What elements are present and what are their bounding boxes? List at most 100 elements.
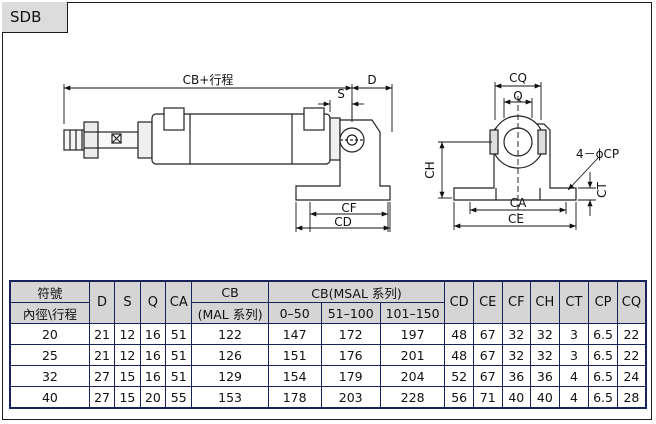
table-cell: 67 bbox=[472, 365, 503, 387]
table-cell: 21 bbox=[88, 323, 116, 345]
table-cell: 12 bbox=[114, 344, 141, 366]
table-cell: 71 bbox=[472, 386, 503, 409]
table-cell: 6.5 bbox=[588, 386, 618, 409]
table-cell: 197 bbox=[379, 323, 446, 345]
rod-nut bbox=[83, 121, 99, 159]
header-cb-mal-bottom: (MAL 系列) bbox=[191, 302, 269, 324]
port-front bbox=[163, 107, 185, 131]
header-d: D bbox=[88, 280, 116, 324]
spec-table: 符號 D S Q CA CB CB(MSAL 系列) CD CE CF CH C… bbox=[9, 280, 647, 409]
label-hole: 4－ϕCP bbox=[576, 147, 619, 161]
table-cell: 16 bbox=[139, 323, 167, 345]
table-cell: 32 bbox=[530, 344, 560, 366]
table-cell: 36 bbox=[501, 365, 532, 387]
drawing-frame bbox=[2, 2, 652, 420]
header-ch: CH bbox=[530, 280, 560, 324]
table-cell: 204 bbox=[379, 365, 446, 387]
side-view bbox=[63, 107, 391, 201]
table-cell: 154 bbox=[267, 365, 322, 387]
header-cb-mal-top: CB bbox=[191, 280, 269, 303]
table-cell: 27 bbox=[88, 386, 116, 409]
table-cell: 151 bbox=[267, 344, 322, 366]
clevis-bracket bbox=[295, 119, 391, 201]
table-cell: 153 bbox=[191, 386, 269, 409]
table-cell: 67 bbox=[472, 323, 503, 345]
header-cb-msal: CB(MSAL 系列) bbox=[267, 280, 446, 303]
table-cell: 178 bbox=[267, 386, 322, 409]
header-s: S bbox=[114, 280, 141, 324]
table-cell: 122 bbox=[191, 323, 269, 345]
table-cell: 32 bbox=[530, 323, 560, 345]
label-cq: CQ bbox=[509, 71, 527, 85]
table-cell: 51 bbox=[165, 365, 193, 387]
table-cell: 129 bbox=[191, 365, 269, 387]
end-view bbox=[453, 115, 577, 201]
table-cell: 24 bbox=[616, 365, 647, 387]
table-cell: 27 bbox=[88, 365, 116, 387]
table-cell: 48 bbox=[444, 323, 474, 345]
table-cell: 51 bbox=[165, 323, 193, 345]
header-bore-stroke: 內徑\行程 bbox=[9, 302, 90, 324]
label-ch: CH bbox=[423, 161, 437, 178]
header-cq: CQ bbox=[616, 280, 647, 324]
table-cell: 179 bbox=[320, 365, 381, 387]
front-head bbox=[137, 121, 153, 159]
header-msal-range-3: 101–150 bbox=[379, 302, 446, 324]
table-cell: 22 bbox=[616, 344, 647, 366]
header-ct: CT bbox=[558, 280, 590, 324]
table-cell: 3 bbox=[558, 344, 590, 366]
label-cb-stroke: CB+行程 bbox=[183, 72, 234, 87]
header-msal-range-1: 0–50 bbox=[267, 302, 322, 324]
table-cell: 36 bbox=[530, 365, 560, 387]
table-cell: 16 bbox=[139, 344, 167, 366]
table-cell: 67 bbox=[472, 344, 503, 366]
header-ca: CA bbox=[165, 280, 193, 324]
label-ct: CT bbox=[595, 181, 609, 197]
table-cell: 20 bbox=[9, 323, 90, 345]
table-cell: 40 bbox=[530, 386, 560, 409]
table-cell: 228 bbox=[379, 386, 446, 409]
table-cell: 12 bbox=[114, 323, 141, 345]
table-cell: 15 bbox=[114, 365, 141, 387]
table-cell: 6.5 bbox=[588, 323, 618, 345]
table-cell: 25 bbox=[9, 344, 90, 366]
table-cell: 21 bbox=[88, 344, 116, 366]
table-cell: 22 bbox=[616, 323, 647, 345]
table-cell: 16 bbox=[139, 365, 167, 387]
header-cf: CF bbox=[501, 280, 532, 324]
table-cell: 40 bbox=[9, 386, 90, 409]
table-cell: 48 bbox=[444, 344, 474, 366]
port-rear bbox=[303, 107, 325, 131]
label-cd: CD bbox=[334, 215, 352, 229]
table-cell: 176 bbox=[320, 344, 381, 366]
technical-drawing: CB+行程 D S CF CD CQ Q CH 4－ϕCP C bbox=[63, 71, 619, 232]
table-cell: 201 bbox=[379, 344, 446, 366]
table-cell: 32 bbox=[9, 365, 90, 387]
label-s: S bbox=[337, 87, 345, 101]
label-d: D bbox=[367, 73, 376, 87]
table-cell: 147 bbox=[267, 323, 322, 345]
table-cell: 4 bbox=[558, 386, 590, 409]
table-cell: 28 bbox=[616, 386, 647, 409]
table-cell: 6.5 bbox=[588, 365, 618, 387]
table-cell: 203 bbox=[320, 386, 381, 409]
label-ce: CE bbox=[508, 212, 524, 226]
table-cell: 4 bbox=[558, 365, 590, 387]
table-cell: 55 bbox=[165, 386, 193, 409]
label-ca: CA bbox=[510, 196, 527, 210]
table-cell: 172 bbox=[320, 323, 381, 345]
table-cell: 6.5 bbox=[588, 344, 618, 366]
label-q: Q bbox=[513, 89, 522, 103]
header-ce: CE bbox=[472, 280, 503, 324]
label-cf: CF bbox=[341, 201, 356, 215]
header-cd: CD bbox=[444, 280, 474, 324]
header-msal-range-2: 51–100 bbox=[320, 302, 381, 324]
table-cell: 32 bbox=[501, 323, 532, 345]
table-cell: 56 bbox=[444, 386, 474, 409]
table-cell: 51 bbox=[165, 344, 193, 366]
